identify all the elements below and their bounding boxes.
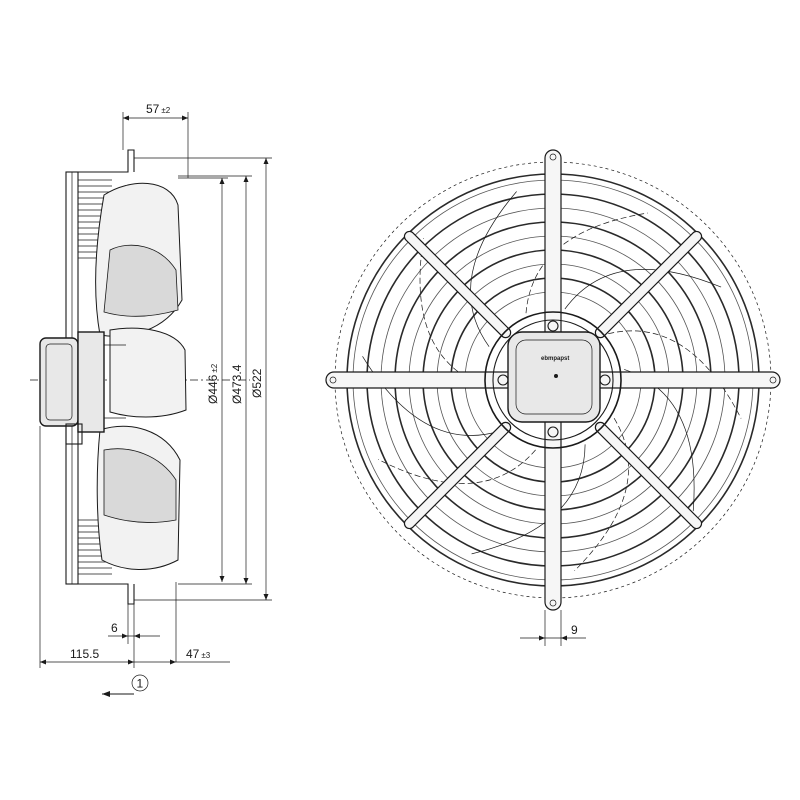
flow-marker-circle [131, 674, 149, 692]
guard-strut [403, 421, 512, 530]
blade-edge [362, 356, 502, 436]
dim-9-label: 9 [571, 623, 578, 637]
dim-522-label: Ø522 [250, 368, 264, 398]
blade-edge [470, 191, 517, 347]
blade-edge [608, 330, 742, 419]
blade-lower-shade [103, 448, 177, 523]
bolt-left [497, 374, 509, 386]
guard-strut [594, 421, 703, 530]
blade-middle [109, 327, 187, 418]
dim-6-label: 6 [111, 621, 118, 635]
blade-edge [574, 418, 629, 572]
flow-marker-label: 1 [137, 677, 144, 691]
dim-47-label: 47±3 [186, 647, 211, 661]
bolt-right [599, 374, 611, 386]
blade-upper-shade [103, 244, 179, 317]
dim-115-label: 115.5 [70, 647, 99, 661]
brand-logo: ebmpapst [541, 356, 569, 362]
blade-edge [378, 449, 536, 484]
guard-struts [403, 230, 703, 530]
bolt-top [547, 320, 559, 332]
motor-flange [77, 331, 105, 433]
side-view: 57±2 Ø446±2 Ø473.4 Ø522 6 [30, 102, 272, 697]
hub-ring [484, 311, 622, 449]
mount-lug-top [66, 149, 135, 173]
dim-57-label: 57±2 [146, 102, 171, 116]
mount-lug-bottom [66, 583, 135, 605]
dim-446-label: Ø446±2 [206, 363, 220, 404]
motor-box [507, 331, 601, 423]
bolt-bottom [547, 426, 559, 438]
guard-strut [594, 230, 703, 339]
guard-strut [403, 230, 512, 339]
dim-473-label: Ø473.4 [230, 364, 244, 404]
front-view: ebmpapst 9 [325, 149, 781, 646]
blade-edge [564, 269, 722, 310]
cable-gland [65, 423, 83, 445]
